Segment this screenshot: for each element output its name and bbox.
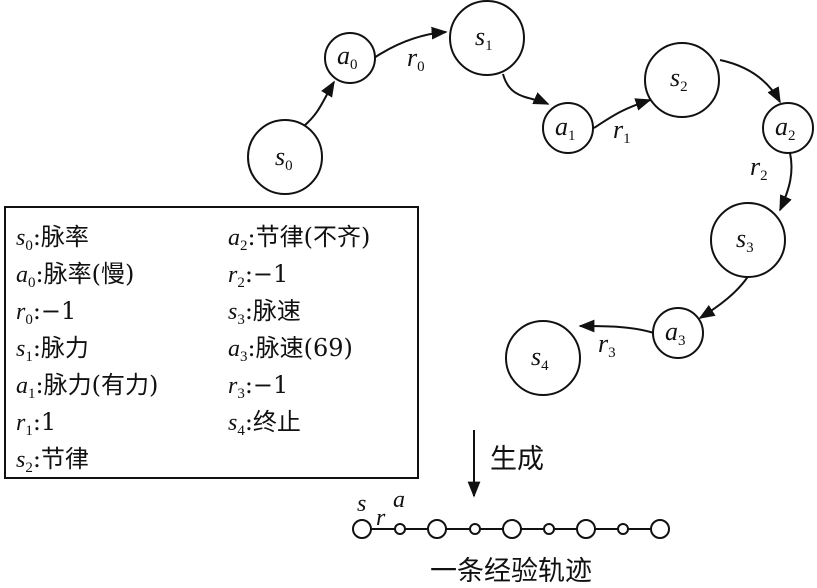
trajectory-action-dot xyxy=(394,523,406,535)
legend-right-column: a2:节律(不齐) r2:−1 s3:脉速 a3:脉速(69) r3:−1 s4… xyxy=(228,223,370,439)
svg-text:a1: a1 xyxy=(555,112,576,144)
legend-item: a1:脉力(有力) xyxy=(16,371,158,402)
edge-a3-s4 xyxy=(578,319,655,334)
trajectory-state-dot xyxy=(427,519,447,539)
trajectory-state-dot xyxy=(502,519,522,539)
reward-label-r3: r3 xyxy=(598,329,616,361)
node-s2: s2 xyxy=(644,42,720,118)
legend-item: s3:脉速 xyxy=(228,297,301,328)
trajectory-action-dot xyxy=(543,523,555,535)
trajectory-state-dot xyxy=(352,519,372,539)
legend-box xyxy=(4,206,419,479)
node-a1: a1 xyxy=(542,102,594,154)
legend-item: s4:终止 xyxy=(228,408,301,439)
legend-item: r3:−1 xyxy=(228,371,288,402)
edge-s0-a0 xyxy=(303,80,335,127)
generate-label: 生成 xyxy=(490,444,544,475)
legend-item: s2:节律 xyxy=(16,445,89,476)
svg-text:a2: a2 xyxy=(775,112,796,144)
edge-a0-s1 xyxy=(373,26,448,59)
legend-item: s0:脉率 xyxy=(16,223,89,254)
trajectory-state-dot xyxy=(576,519,596,539)
node-a0: a0 xyxy=(324,32,376,84)
trajectory-label-r: r xyxy=(376,505,386,531)
svg-text:a0: a0 xyxy=(337,41,358,73)
trajectory-caption: 一条经验轨迹 xyxy=(430,556,592,587)
legend-item: a3:脉速(69) xyxy=(228,334,353,365)
node-s4: s4 xyxy=(505,320,581,396)
legend-item: a2:节律(不齐) xyxy=(228,223,370,254)
edge-a1-s2 xyxy=(593,98,652,129)
node-s1: s1 xyxy=(449,0,525,76)
trajectory-state-dot xyxy=(650,519,670,539)
legend-item: r0:−1 xyxy=(16,297,76,328)
svg-text:s1: s1 xyxy=(475,22,493,54)
node-a3: a3 xyxy=(652,307,704,359)
svg-text:s4: s4 xyxy=(531,342,549,374)
node-s0: s0 xyxy=(247,119,323,195)
svg-text:s2: s2 xyxy=(670,63,688,95)
trajectory-action-dot xyxy=(469,523,481,535)
svg-text:s3: s3 xyxy=(736,224,754,256)
edge-s2-a2 xyxy=(719,59,781,104)
node-a2: a2 xyxy=(762,102,814,154)
trajectory-label-s: s xyxy=(357,491,366,517)
edge-s1-a1 xyxy=(502,73,550,105)
edge-a2-s3 xyxy=(779,152,793,212)
trajectory-label-a: a xyxy=(393,487,405,513)
legend-item: a0:脉率(慢) xyxy=(16,260,134,291)
reward-label-r1: r1 xyxy=(613,115,631,147)
svg-text:s0: s0 xyxy=(275,142,293,174)
reward-label-r2: r2 xyxy=(750,152,768,184)
svg-text:a3: a3 xyxy=(665,317,686,349)
legend-item: s1:脉力 xyxy=(16,334,89,365)
node-s3: s3 xyxy=(710,202,786,278)
legend-left-column: s0:脉率 a0:脉率(慢) r0:−1 s1:脉力 a1:脉力(有力) r1:… xyxy=(16,223,158,476)
trajectory-action-dot xyxy=(617,523,629,535)
reward-label-r0: r0 xyxy=(407,43,425,75)
legend-item: r2:−1 xyxy=(228,260,288,291)
legend-item: r1:1 xyxy=(16,408,56,439)
trajectory-chain xyxy=(352,519,670,539)
